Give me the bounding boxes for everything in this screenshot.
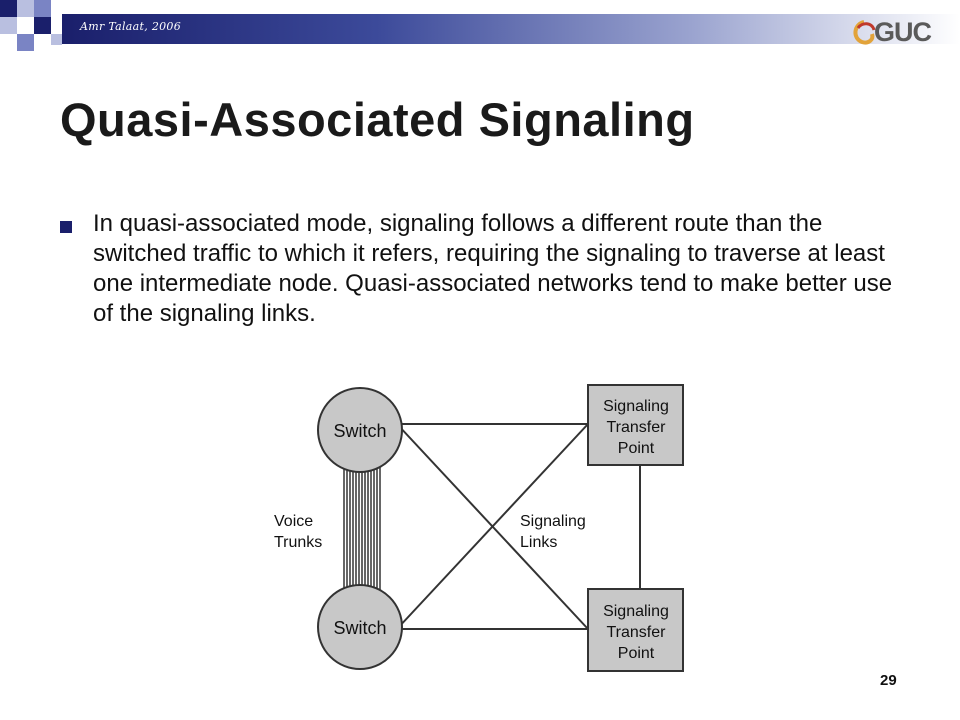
stp-bottom-line-1: Signaling [603,603,669,620]
logo-text: GUC [874,17,932,47]
decor-square [51,34,62,45]
stp-bottom-line-3: Point [618,645,655,662]
decor-square [17,34,34,51]
decor-square [34,0,51,17]
slide-title: Quasi-Associated Signaling [60,93,695,146]
bullet-square-icon [60,221,72,233]
decor-square [17,0,34,17]
signaling-links-label-1: Signaling [520,513,586,530]
header-gradient-bar [62,14,960,44]
switch-label-top: Switch [333,421,386,441]
decor-square [0,0,17,17]
stp-top-line-1: Signaling [603,398,669,415]
stp-top-line-3: Point [618,440,655,457]
author-credit: Amr Talaat, 2006 [80,20,182,33]
switch-node-top [317,387,403,473]
voice-trunks-label-1: Voice [274,513,313,530]
voice-trunks [343,455,381,595]
decor-square [34,17,51,34]
stp-node-top [587,384,684,466]
switch-node-bottom [317,584,403,670]
guc-logo-icon [853,20,876,45]
voice-trunks-label-2: Trunks [274,534,322,551]
stp-node-bottom [587,588,684,672]
bullet-text: In quasi-associated mode, signaling foll… [93,210,893,327]
stp-bottom-line-2: Transfer [607,624,667,641]
decor-square [0,17,17,34]
signaling-network-diagram: Switch Switch Signaling Transfer Point S… [274,384,684,672]
stp-top-line-2: Transfer [607,419,667,436]
signaling-links-label-2: Links [520,534,557,551]
signaling-link [396,423,589,630]
switch-label-bottom: Switch [333,618,386,638]
page-number: 29 [880,672,897,689]
